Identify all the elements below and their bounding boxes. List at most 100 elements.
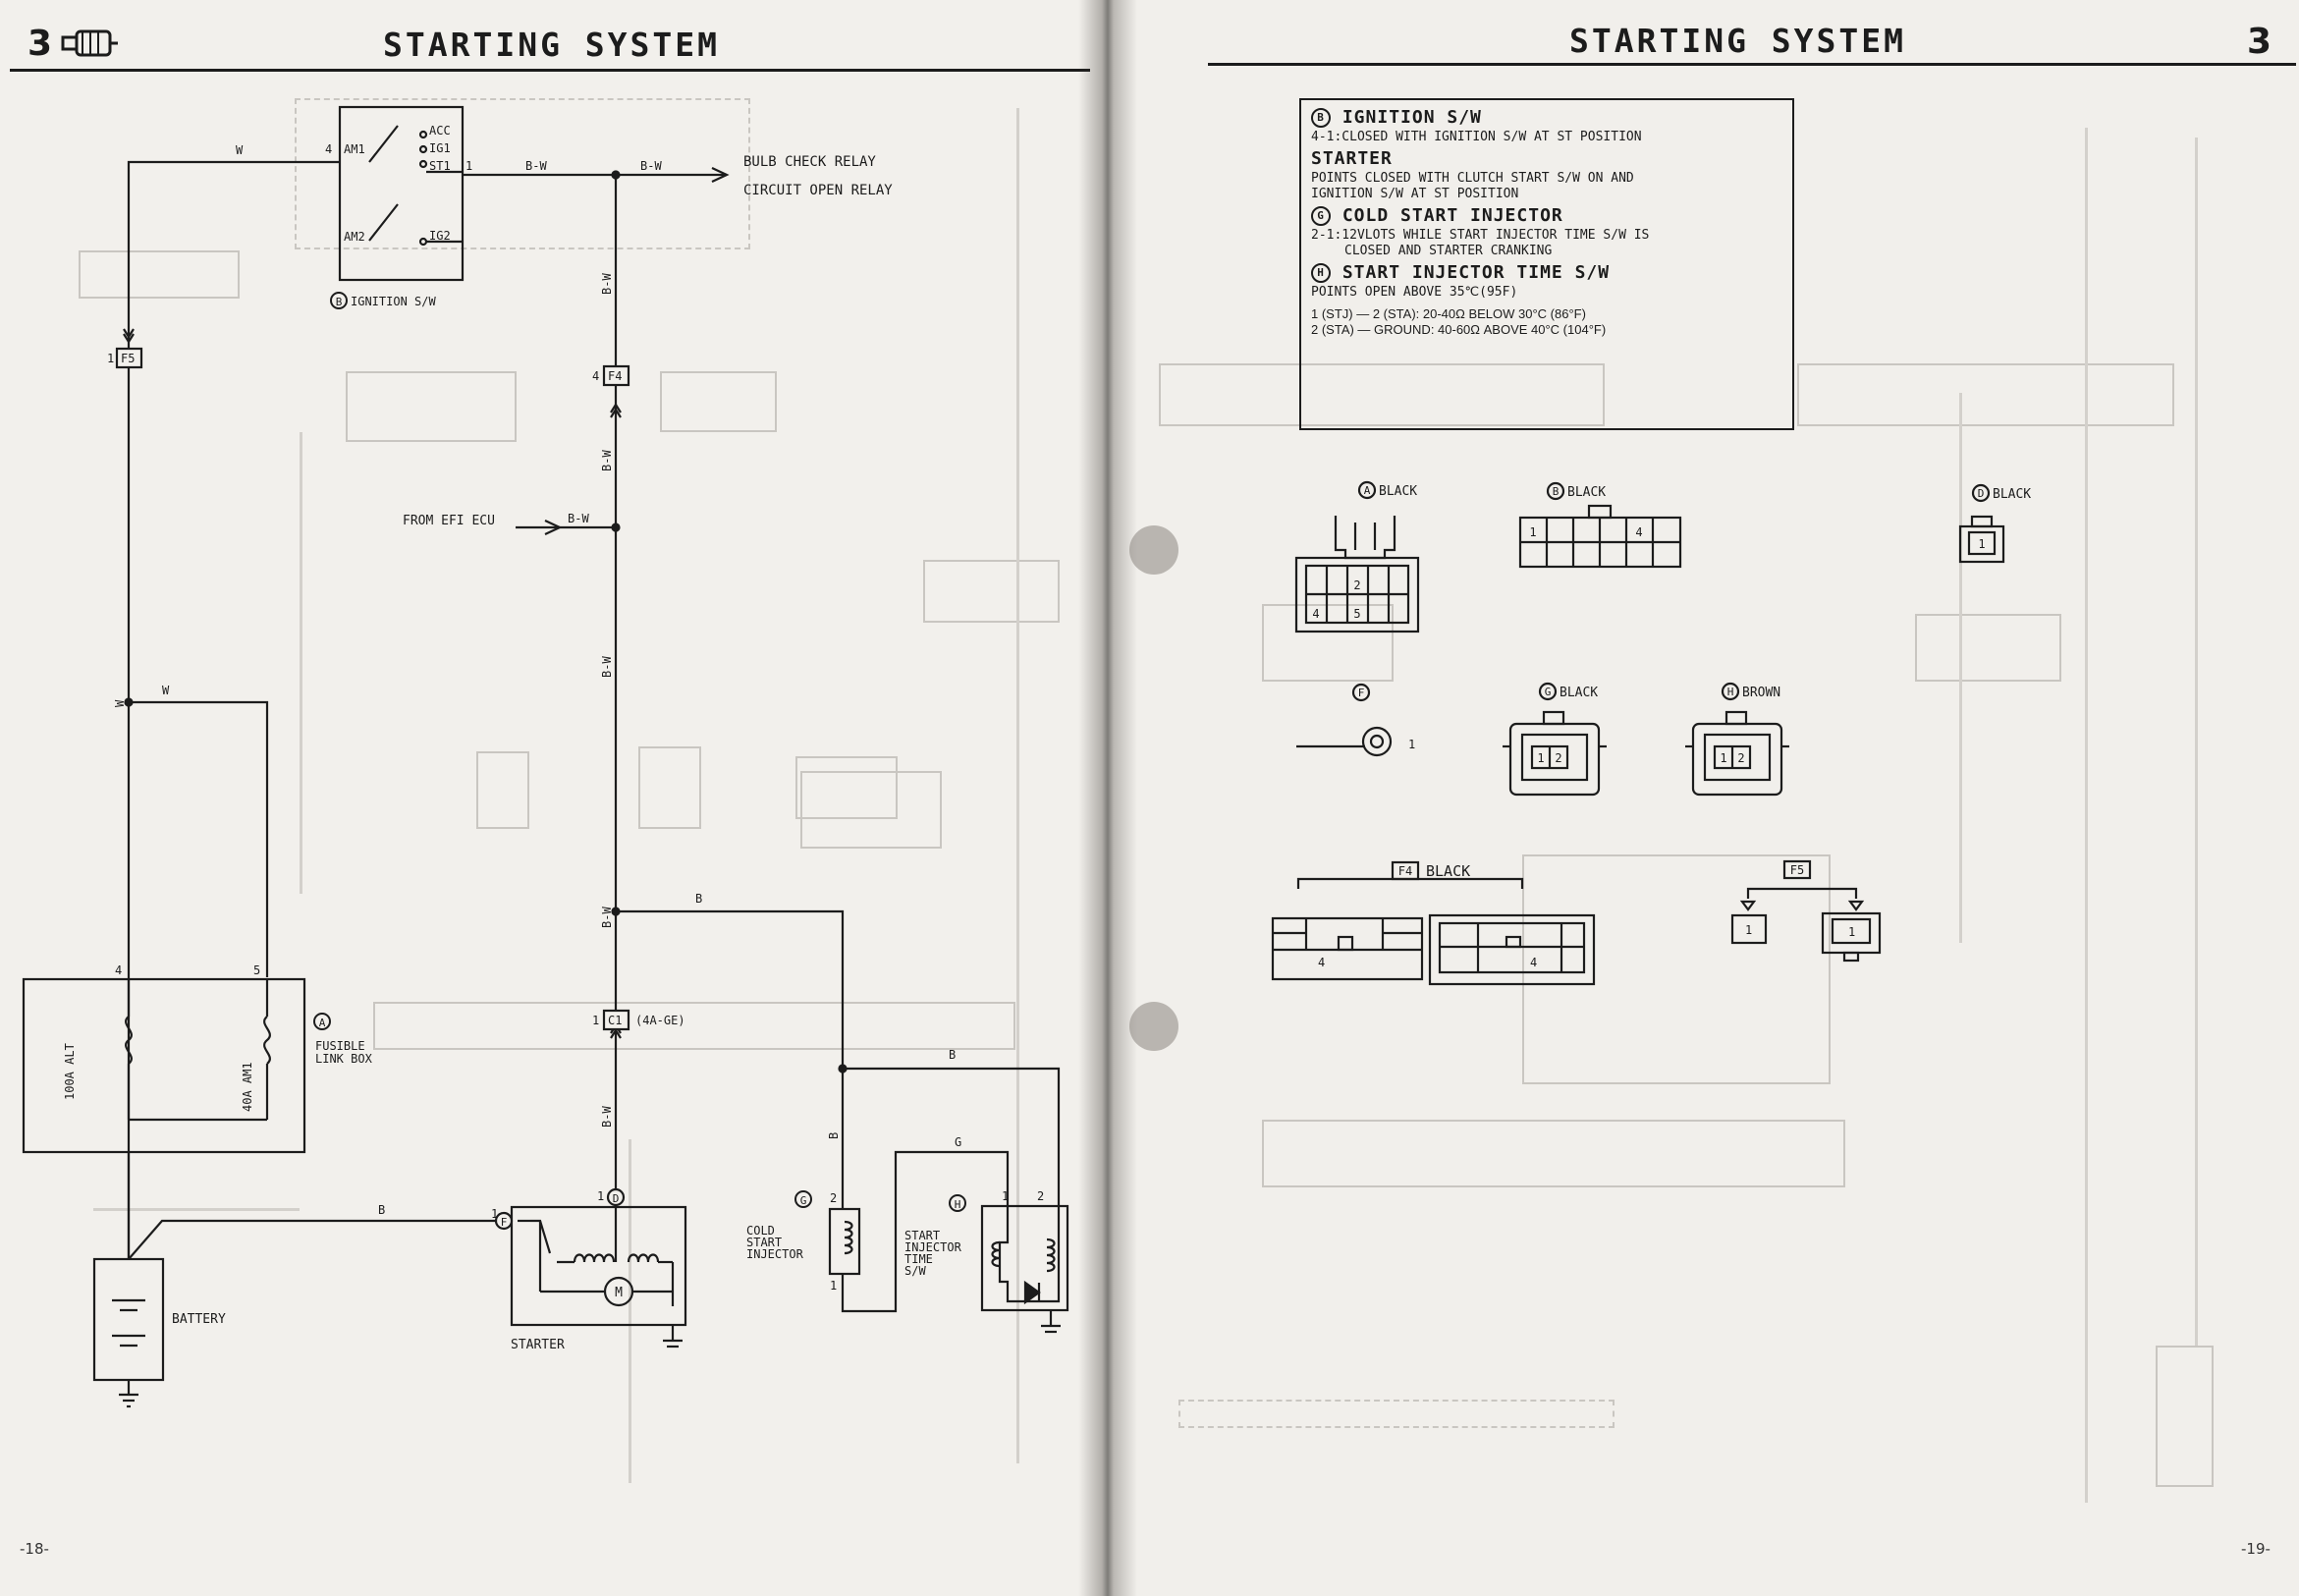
connector-c1-note: (4A-GE) [635, 1014, 685, 1027]
wire-label-w: W [236, 143, 244, 157]
time-sw-label-4: S/W [904, 1264, 926, 1278]
wire-b-battery [128, 1219, 504, 1260]
left-page: 3 STARTING SYSTEM -18- [0, 0, 1090, 1596]
term-acc: ACC [429, 124, 451, 138]
pin-am1: 4 [325, 142, 332, 156]
pin-st1: 1 [465, 159, 472, 173]
note-marker-b: B [1311, 108, 1331, 128]
ghost-wire [629, 1139, 631, 1483]
ghost-connector-row [373, 1002, 1015, 1050]
ghost-connector [1797, 363, 2174, 426]
starter-pin-f: 1 [491, 1207, 498, 1221]
cold-start-pin-2: 2 [830, 1191, 837, 1205]
wire-label-bw: B-W [525, 159, 547, 173]
fuse-40a-am1: 40A AM1 [241, 1062, 254, 1112]
page-title: STARTING SYSTEM [383, 26, 721, 64]
cold-start-label-1: COLD [746, 1224, 775, 1238]
chapter-number-right: 3 [2247, 22, 2272, 62]
view-h-color: BROWN [1742, 686, 1780, 700]
page-number-right: -19- [2241, 1540, 2271, 1558]
chapter-number: 3 [27, 24, 53, 64]
term-am1: AM1 [344, 142, 365, 156]
view-b-pin-4: 4 [1635, 525, 1642, 539]
ghost-wire [2085, 128, 2088, 1503]
view-f5-pin-left: 1 [1745, 923, 1752, 937]
page-number: -18- [20, 1540, 49, 1558]
wire-w-tap [129, 700, 269, 977]
note-time-sw-title: H START INJECTOR TIME S/W [1311, 261, 1782, 285]
fusible-label-2: LINK BOX [315, 1052, 373, 1066]
view-f4-pin-left: 4 [1318, 956, 1325, 969]
note-ignition-text: 4-1:CLOSED WITH IGNITION S/W AT ST POSIT… [1311, 130, 1642, 144]
wire-label-bw-v: B-W [600, 907, 614, 928]
view-a-pin-2: 2 [1353, 578, 1360, 592]
term-ig2: IG2 [429, 229, 451, 243]
view-d-marker: D [1978, 487, 1985, 500]
note-cold-start-title: G COLD START INJECTOR [1311, 204, 1782, 228]
ghost-wire [2195, 138, 2198, 1346]
note-ignition-title: B IGNITION S/W [1311, 106, 1782, 130]
marker-b: B [336, 296, 343, 308]
view-b-color: BLACK [1567, 485, 1606, 500]
marker-f: F [501, 1216, 508, 1229]
view-g-color: BLACK [1560, 686, 1598, 700]
wire-label-w: W [162, 684, 170, 697]
view-f-pin: 1 [1408, 738, 1415, 751]
wire-w-main [127, 160, 340, 1259]
wire-g [841, 1150, 1010, 1313]
wire-b-branch [616, 909, 845, 1069]
wire-label-bw: B-W [568, 512, 589, 525]
ignition-switch-label: IGNITION S/W [351, 295, 436, 308]
ghost-connector [638, 746, 701, 829]
starter-motor-icon [61, 29, 118, 57]
fusible-link-box [22, 977, 306, 1154]
note-starter-text-1: POINTS CLOSED WITH CLUTCH START S/W ON A… [1311, 171, 1634, 186]
time-switch-box [980, 1204, 1069, 1312]
view-a-pin-4: 4 [1312, 607, 1319, 621]
connector-c1: C1 [608, 1014, 622, 1027]
note-time-sw-text-1: POINTS OPEN ABOVE 35℃(95F) [1311, 285, 1518, 300]
view-h-marker: H [1727, 686, 1734, 698]
cold-start-injector-box [828, 1207, 861, 1276]
note-marker-h: H [1311, 263, 1331, 283]
fusible-pin-left: 4 [115, 963, 122, 977]
view-f-marker: F [1358, 687, 1365, 699]
time-sw-pin-1: 1 [1002, 1189, 1009, 1203]
ghost-ecu-row [1262, 1120, 1845, 1187]
ghost-connector [660, 371, 777, 432]
connector-f5: F5 [121, 352, 135, 365]
view-f4-label: F4 [1398, 864, 1412, 878]
ghost-battery [2156, 1346, 2214, 1487]
bulb-check-relay-label: BULB CHECK RELAY [743, 154, 876, 170]
connector-views: A BLACK 2 4 5 B BLACK 1 4 D BLACK 1 F 1 … [1271, 480, 2031, 986]
view-a-color: BLACK [1379, 484, 1417, 499]
ghost-ecu [1522, 854, 1831, 1084]
marker-g: G [800, 1194, 807, 1207]
view-f4-color: BLACK [1426, 862, 1470, 880]
wire-label-bw-v: B-W [600, 450, 614, 471]
ghost-connector [1915, 614, 2061, 682]
wire-label-bw-v: B-W [600, 1106, 614, 1128]
binder-hole [1129, 1002, 1178, 1051]
view-g-pin-1: 1 [1537, 751, 1544, 765]
view-a-pin-5: 5 [1353, 607, 1360, 621]
term-st1: ST1 [429, 159, 451, 173]
binding-gutter [1078, 0, 1137, 1596]
ghost-wire [1959, 393, 1962, 943]
ghost-connector [923, 560, 1060, 623]
circuit-open-relay-label: CIRCUIT OPEN RELAY [743, 183, 893, 198]
header-rule-right [1208, 63, 2296, 66]
wire-label-w-v: W [113, 699, 127, 707]
connector-f4-pin: 4 [592, 369, 599, 383]
inspection-notes-box: B IGNITION S/W 4-1:CLOSED WITH IGNITION … [1299, 98, 1794, 430]
wire-label-bw-v: B-W [600, 273, 614, 295]
note-starter-title: STARTER [1311, 148, 1393, 169]
view-f5-label: F5 [1790, 863, 1804, 877]
note-starter-text-2: IGNITION S/W AT ST POSITION [1311, 187, 1519, 201]
ghost-connector [800, 771, 942, 849]
time-sw-label-3: TIME [904, 1252, 933, 1266]
ignition-switch-box [338, 105, 465, 282]
starter-pin-d: 1 [597, 1189, 604, 1203]
motor-label: M [615, 1286, 623, 1300]
